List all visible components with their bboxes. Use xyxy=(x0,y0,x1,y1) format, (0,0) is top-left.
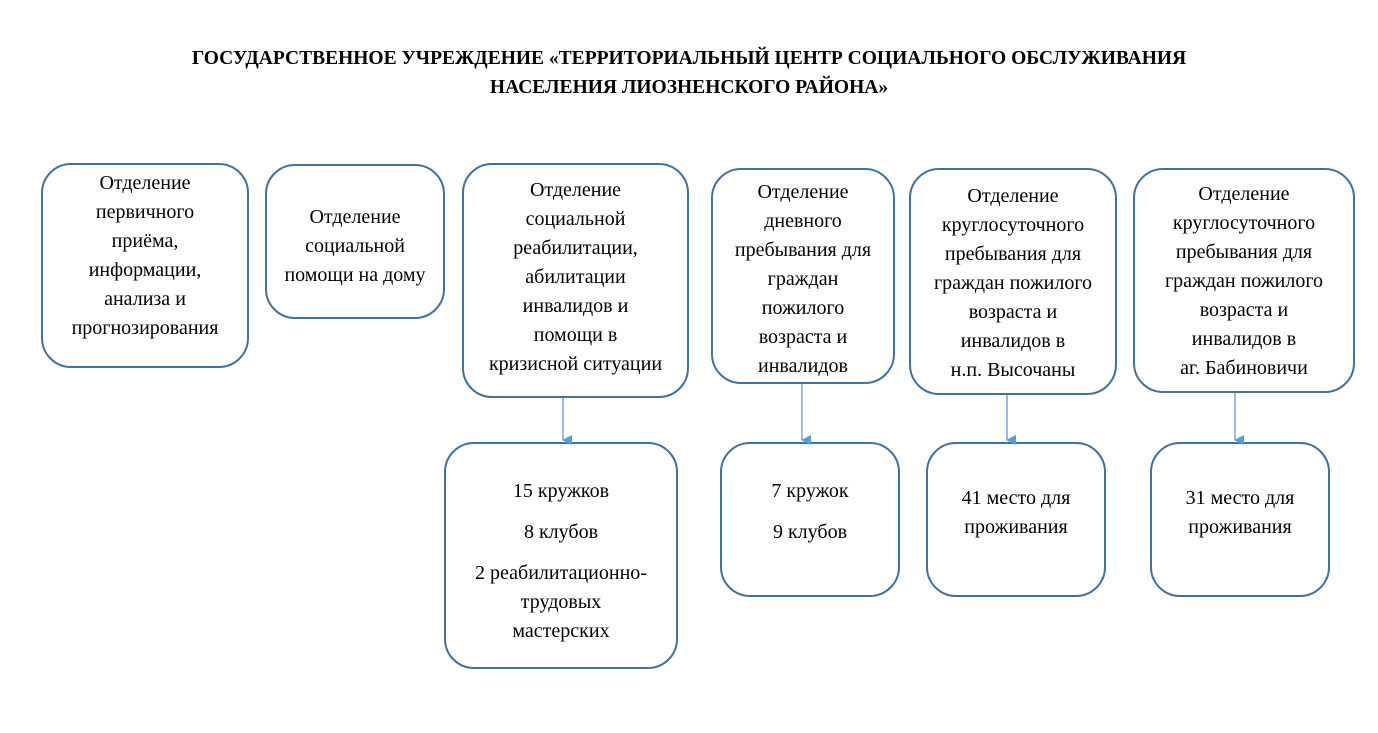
detail-line: 31 место для проживания xyxy=(1185,487,1295,538)
detail-rehabilitation: 15 кружков 8 клубов 2 реабилитационно- т… xyxy=(444,442,678,669)
detail-line: 2 реабилитационно- трудовых мастерских xyxy=(475,562,647,642)
dept-home-care: Отделение социальной помощи на дому xyxy=(265,164,445,319)
detail-line: 9 клубов xyxy=(772,521,848,543)
detail-line: 41 место для проживания xyxy=(961,487,1071,538)
dept-label: Отделение круглосуточного пребывания для… xyxy=(1164,183,1324,379)
dept-label: Отделение первичного приёма, информации,… xyxy=(71,172,219,339)
dept-babinovichi: Отделение круглосуточного пребывания для… xyxy=(1133,168,1355,393)
dept-vysochany: Отделение круглосуточного пребывания для… xyxy=(909,168,1117,395)
dept-day-stay: Отделение дневного пребывания для гражда… xyxy=(711,168,895,384)
detail-day-stay: 7 кружок 9 клубов xyxy=(720,442,900,597)
dept-label: Отделение круглосуточного пребывания для… xyxy=(933,185,1093,381)
detail-line: 15 кружков xyxy=(512,480,610,502)
dept-primary-reception: Отделение первичного приёма, информации,… xyxy=(41,163,249,368)
dept-label: Отделение дневного пребывания для гражда… xyxy=(734,181,872,377)
detail-vysochany: 41 место для проживания xyxy=(926,442,1106,597)
detail-babinovichi: 31 место для проживания xyxy=(1150,442,1330,597)
detail-line: 7 кружок xyxy=(771,480,849,502)
dept-label: Отделение социальной реабилитации, абили… xyxy=(488,179,663,375)
dept-rehabilitation: Отделение социальной реабилитации, абили… xyxy=(462,163,689,398)
detail-line: 8 клубов xyxy=(523,521,599,543)
dept-label: Отделение социальной помощи на дому xyxy=(284,206,426,286)
org-title: ГОСУДАРСТВЕННОЕ УЧРЕЖДЕНИЕ «ТЕРРИТОРИАЛЬ… xyxy=(191,48,1187,98)
